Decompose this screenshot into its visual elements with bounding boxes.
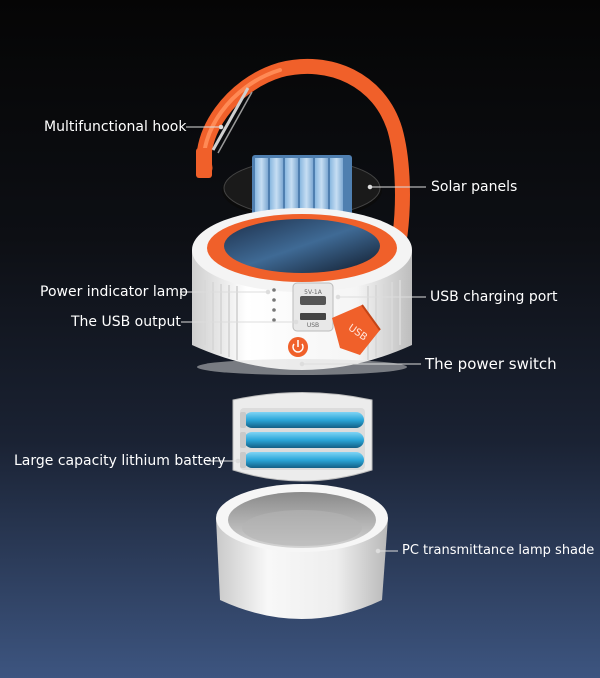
- solar-panel-graphic: [222, 155, 382, 220]
- indicator-label: Power indicator lamp: [40, 284, 188, 300]
- usb-output-label: The USB output: [71, 314, 181, 330]
- lampshade-label: PC transmittance lamp shade: [402, 543, 595, 558]
- battery-label: Large capacity lithium battery: [14, 453, 226, 469]
- battery-graphic: [232, 392, 373, 482]
- hook-graphic: [196, 59, 410, 243]
- top-port-label: 5V-1A: [304, 289, 323, 296]
- bottom-port-label: USB: [307, 322, 319, 329]
- usb-charging-label: USB charging port: [430, 289, 558, 305]
- leader-lines: [180, 124, 426, 554]
- hook-label: Multifunctional hook: [44, 119, 187, 135]
- solar-label: Solar panels: [431, 179, 518, 195]
- lamp-body-graphic: [192, 208, 412, 375]
- lampshade-graphic: [216, 484, 388, 619]
- power-switch-label: The power switch: [425, 355, 557, 373]
